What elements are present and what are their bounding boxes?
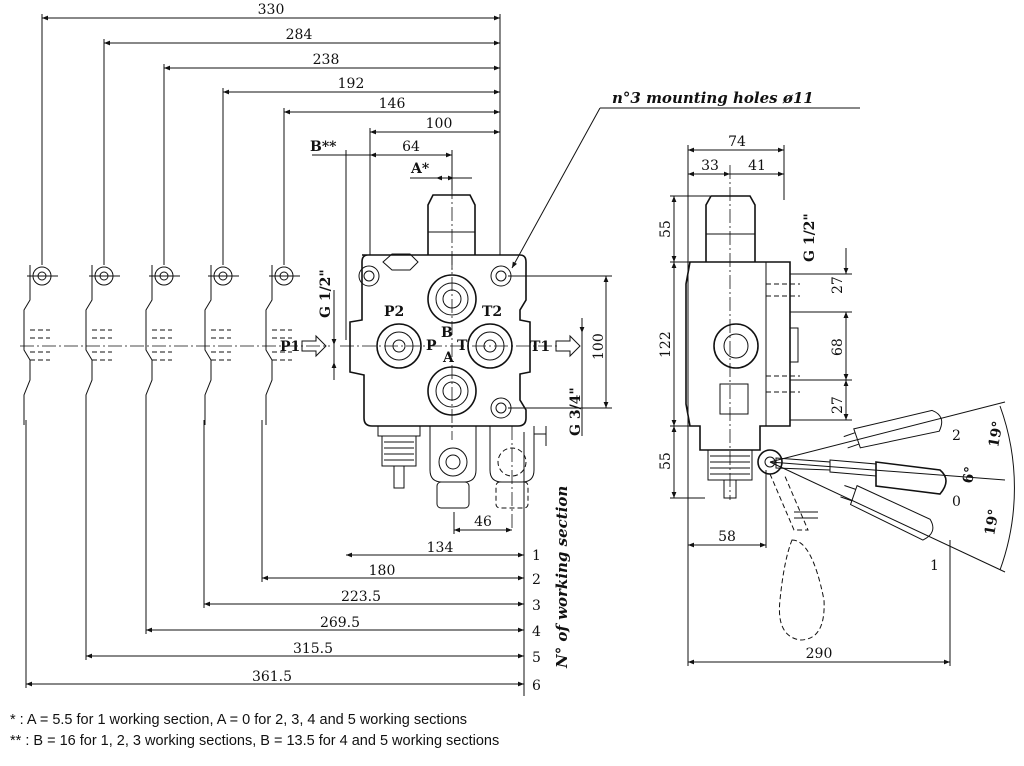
lever-position-1-label: 1	[930, 558, 939, 574]
height-100-label: 100	[591, 333, 607, 360]
section-axis-label: N° of working section	[553, 486, 571, 669]
section-number-4: 4	[532, 624, 541, 640]
side-width-41-label: 41	[748, 158, 766, 174]
width-330-label: 330	[258, 2, 285, 18]
footnote-b: ** : B = 16 for 1, 2, 3 working sections…	[10, 733, 500, 749]
angle-6-label: 6°	[960, 465, 979, 484]
section-length-dimensions: 134 180 223.5 269.5 315.5 361.5 1 2 3 4 …	[25, 420, 571, 696]
g12-side-label: G 1/2"	[802, 213, 818, 262]
length-180-label: 180	[369, 563, 396, 579]
port-p-label: P	[426, 338, 437, 354]
lever-position-2-ghost	[843, 409, 943, 449]
width-284-label: 284	[286, 27, 313, 43]
front-view-body: P2 T2 B P T A P1 T1 G 1/2" G 3/4" 100 n°…	[280, 89, 860, 534]
footnote-a: * : A = 5.5 for 1 working section, A = 0…	[10, 712, 468, 728]
side-width-74-label: 74	[728, 134, 746, 150]
port-b-label: B	[441, 325, 453, 341]
angle-19-up-label: 19°	[986, 420, 1006, 449]
section-number-6: 6	[532, 678, 541, 694]
side-width-33-label: 33	[701, 158, 719, 174]
lever-position-0-label: 0	[952, 494, 961, 510]
section-number-5: 5	[532, 650, 541, 666]
lever-position-1-ghost	[840, 484, 934, 541]
side-dim-68-label: 68	[830, 338, 846, 356]
length-315-5-label: 315.5	[293, 641, 333, 657]
width-100-label: 100	[426, 116, 453, 132]
hole-spacing-64-label: 64	[402, 139, 420, 155]
side-dim-290-label: 290	[806, 646, 833, 662]
side-height-55-bottom-label: 55	[658, 452, 674, 470]
length-134-label: 134	[427, 540, 454, 556]
port-p2-label: P2	[384, 304, 404, 320]
side-dim-58-label: 58	[718, 529, 736, 545]
section-number-2: 2	[532, 572, 541, 588]
width-238-label: 238	[313, 52, 340, 68]
footnotes: * : A = 5.5 for 1 working section, A = 0…	[10, 710, 499, 752]
side-dim-27-top-label: 27	[830, 276, 846, 294]
port-t1-label: T1	[530, 339, 550, 355]
section-number-3: 3	[532, 598, 541, 614]
port-a-label: A	[442, 350, 455, 366]
a-offset-label: A*	[410, 161, 430, 177]
port-t-label: T	[457, 338, 468, 354]
length-361-5-label: 361.5	[252, 669, 292, 685]
section-ghosts	[20, 265, 330, 425]
b-offset-label: B**	[310, 139, 337, 155]
dim-46-label: 46	[474, 514, 492, 530]
mounting-holes-callout: n°3 mounting holes ø11	[612, 89, 814, 107]
length-223-5-label: 223.5	[341, 589, 381, 605]
side-height-122-label: 122	[658, 331, 674, 358]
side-dim-27-bottom-label: 27	[830, 396, 846, 414]
port-t2-label: T2	[482, 304, 502, 320]
g12-front-label: G 1/2"	[318, 269, 334, 318]
g34-front-label: G 3/4"	[568, 387, 584, 436]
section-number-1: 1	[532, 548, 541, 564]
width-146-label: 146	[379, 96, 406, 112]
length-269-5-label: 269.5	[320, 615, 360, 631]
side-view: 74 33 41 55 122 55 G 1/2"	[658, 134, 1015, 666]
lever-position-2-label: 2	[952, 428, 961, 444]
top-width-dimensions: 330 284 238 192 146 100 64 B** A*	[41, 2, 501, 340]
angle-19-down-label: 19°	[982, 508, 1002, 537]
width-192-label: 192	[338, 76, 365, 92]
side-height-55-top-label: 55	[658, 220, 674, 238]
port-p1-label: P1	[280, 339, 300, 355]
